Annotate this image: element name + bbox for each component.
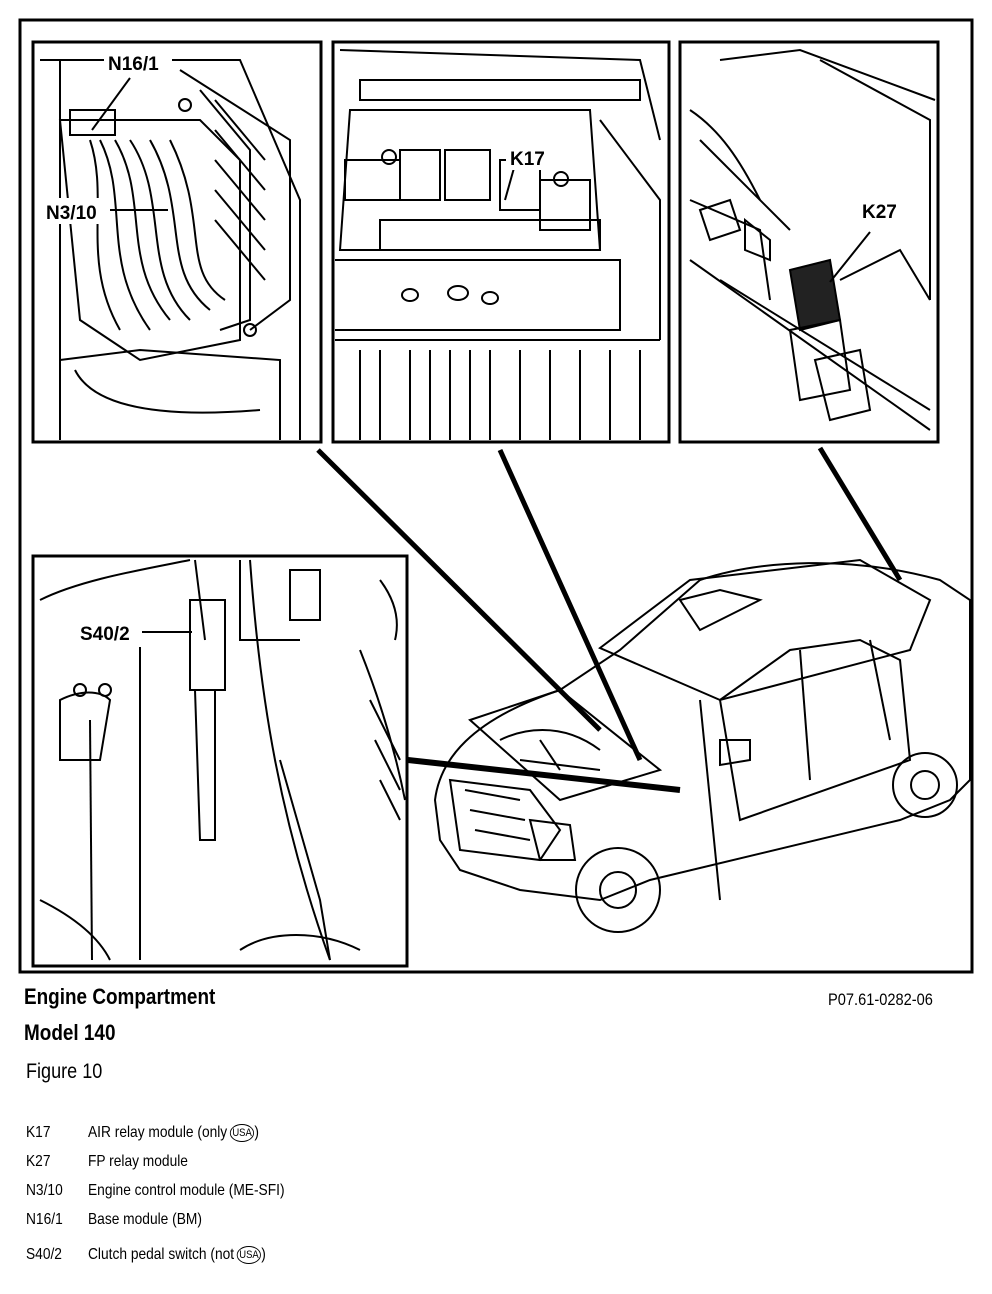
legend-description-text: Clutch pedal switch (not [88,1246,235,1264]
figure-title: Engine Compartment [24,984,216,1009]
vehicle-illustration [433,558,971,933]
legend-code: S40/2 [26,1246,62,1263]
legend-code: N16/1 [26,1211,63,1228]
legend-code: N3/10 [26,1182,63,1199]
legend-row-k27: K27 FP relay module [26,1153,446,1182]
diagram-frame [18,18,974,974]
figure-model: Model 140 [24,1020,116,1045]
figure-reference-code: P07.61-0282-06 [828,990,933,1009]
callout-k17: K17 [510,149,545,170]
usa-badge-icon: USA [236,1246,262,1264]
legend-row-n3-10: N3/10 Engine control module (ME-SFI) [26,1182,446,1211]
callout-k27: K27 [862,202,897,223]
callout-n16-1: N16/1 [108,54,159,75]
legend-description: Base module (BM) [88,1211,202,1228]
legend-description: FP relay module [88,1153,188,1170]
legend-description: Engine control module (ME-SFI) [88,1182,285,1199]
inset-base-module: N16/1 N3/10 [31,40,323,444]
figure-number: Figure 10 [26,1060,103,1083]
legend-code: K27 [26,1153,51,1170]
legend-close-paren: ) [261,1246,266,1264]
inset-fp-relay-module: K27 [678,40,940,444]
legend-code: K17 [26,1124,51,1141]
inset-clutch-pedal-switch: S40/2 [31,554,409,968]
usa-badge-icon: USA [229,1124,255,1142]
inset-air-relay-module: K17 [331,40,671,444]
legend-description-text: AIR relay module (only [88,1124,228,1142]
callout-s40-2: S40/2 [80,624,130,645]
callout-n3-10: N3/10 [46,203,97,224]
legend-close-paren: ) [254,1124,259,1142]
legend-row-n16-1: N16/1 Base module (BM) [26,1211,446,1240]
leader-lines [316,446,903,793]
